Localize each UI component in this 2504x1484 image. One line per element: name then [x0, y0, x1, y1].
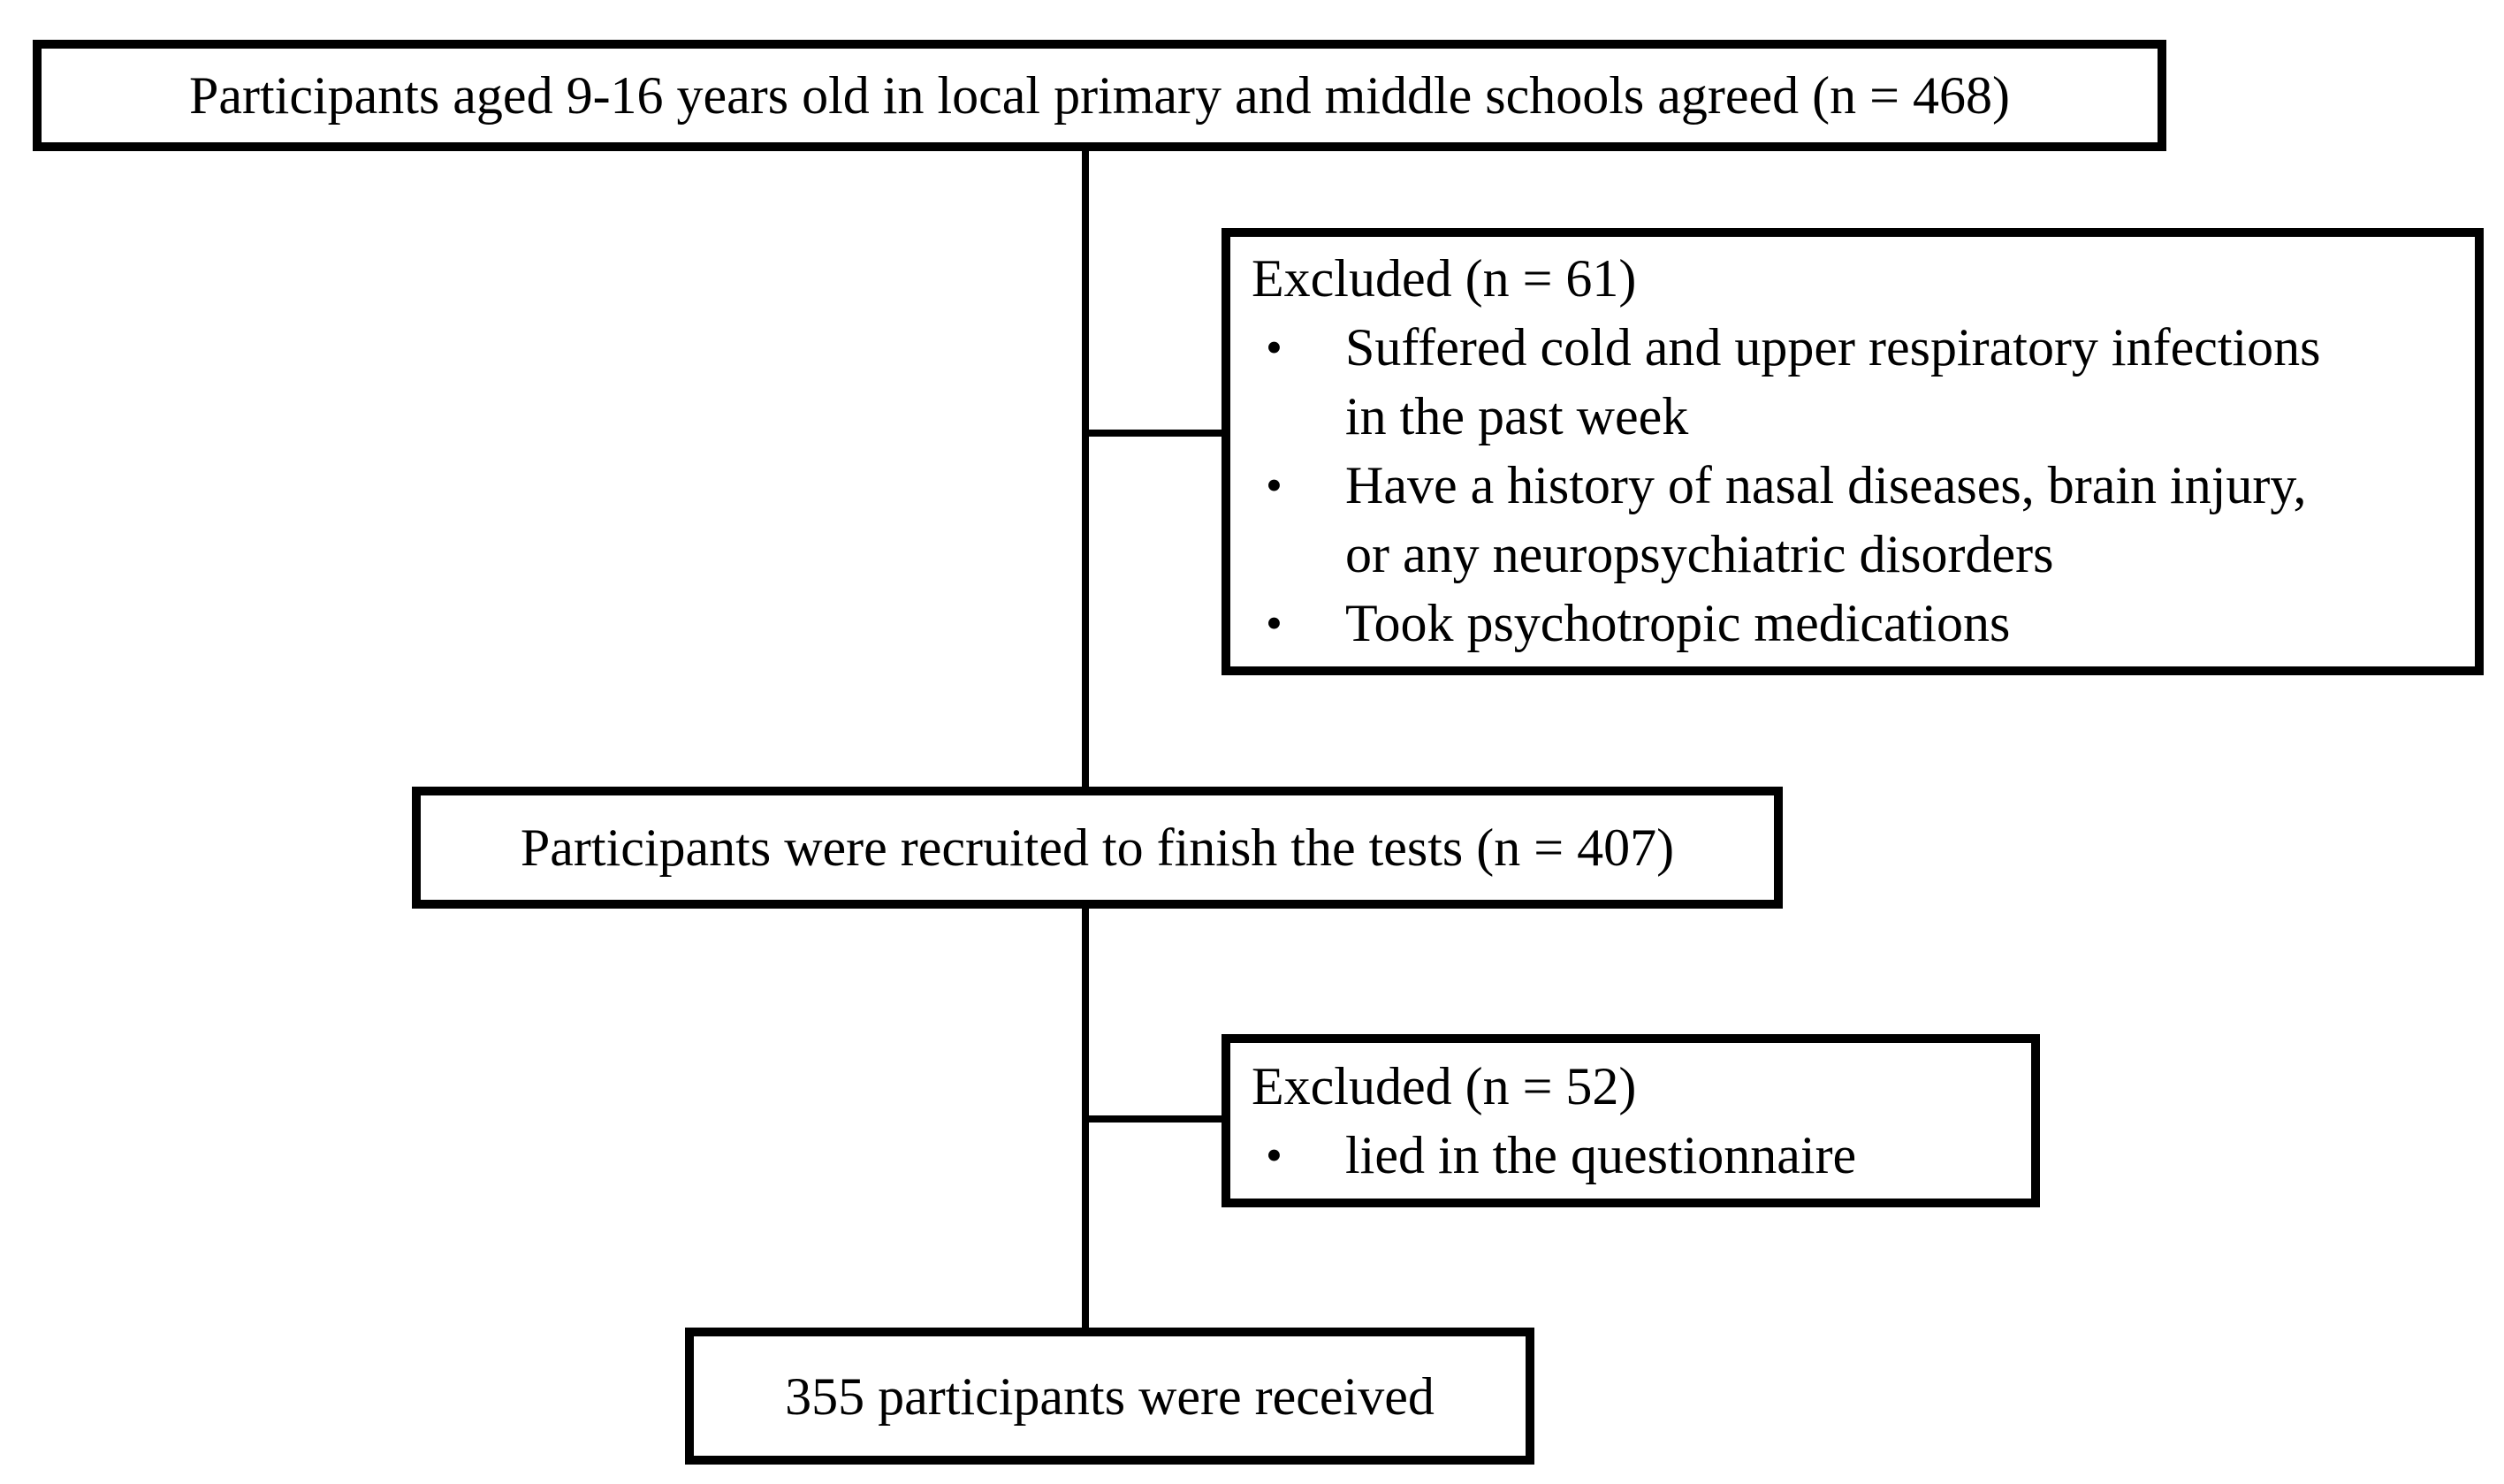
excluded-second-bullet-text: lied in the questionnaire [1345, 1126, 1857, 1184]
flow-node-recruited: Participants were recruited to finish th… [412, 787, 1783, 909]
bullet-glyph: • [1266, 459, 1282, 512]
connector-agreed-to-recruited [1082, 146, 1089, 788]
excluded-first-bullet-text: Suffered cold and upper respiratory infe… [1345, 318, 2321, 445]
flow-node-received-text: 355 participants were received [785, 1366, 1435, 1426]
excluded-first-bullet-item: • Suffered cold and upper respiratory in… [1252, 313, 2454, 451]
excluded-second-bullet-item: • lied in the questionnaire [1252, 1121, 2010, 1190]
excluded-first-bullet-item: • Took psychotropic medications [1252, 589, 2454, 658]
flow-node-excluded-second: Excluded (n = 52) • lied in the question… [1222, 1034, 2040, 1207]
flow-node-excluded-first: Excluded (n = 61) • Suffered cold and up… [1222, 228, 2484, 675]
bullet-glyph: • [1266, 1129, 1282, 1182]
bullet-glyph: • [1266, 321, 1282, 374]
connector-branch-excluded-first [1082, 430, 1227, 437]
excluded-first-bullet-text: Took psychotropic medications [1345, 594, 2011, 652]
flow-node-agreed: Participants aged 9-16 years old in loca… [33, 40, 2166, 151]
excluded-first-bullet-item: • Have a history of nasal diseases, brai… [1252, 451, 2454, 589]
excluded-first-bullet-text: Have a history of nasal diseases, brain … [1345, 456, 2307, 583]
excluded-first-title: Excluded (n = 61) [1252, 249, 1637, 308]
flow-node-received: 355 participants were received [685, 1328, 1534, 1465]
flow-node-agreed-text: Participants aged 9-16 years old in loca… [189, 66, 2010, 125]
bullet-glyph: • [1266, 597, 1282, 650]
excluded-second-title: Excluded (n = 52) [1252, 1057, 1637, 1115]
flow-node-recruited-text: Participants were recruited to finish th… [520, 818, 1675, 877]
connector-branch-excluded-second [1082, 1115, 1227, 1123]
